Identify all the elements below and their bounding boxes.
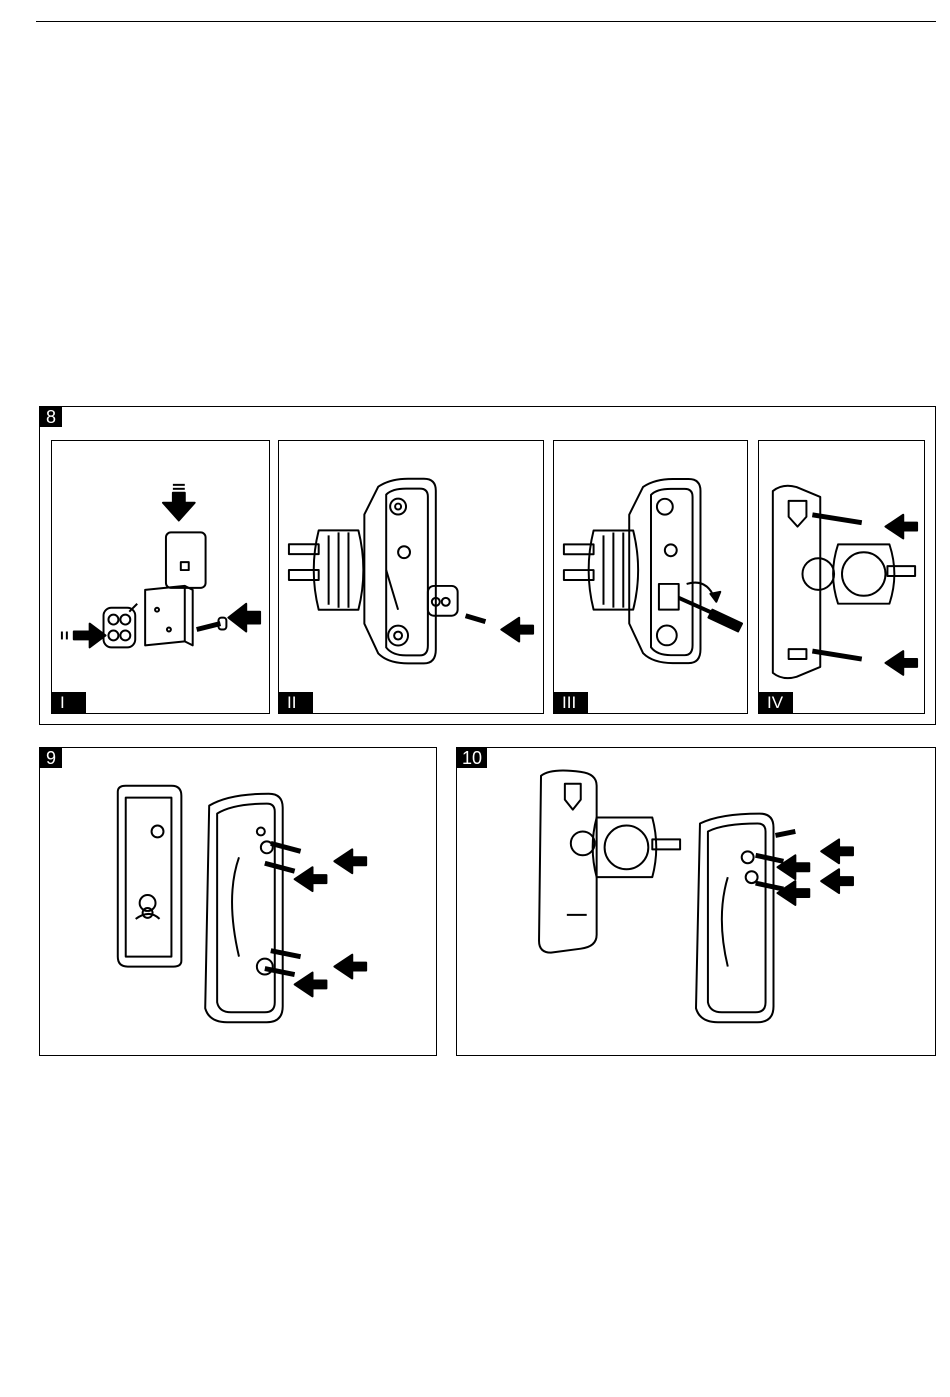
screwdriver-tighten-icon: [554, 441, 747, 713]
step-panel-III: III: [553, 440, 748, 714]
step-label-IV: IV: [759, 692, 793, 713]
step-panel-IV: IV: [758, 440, 925, 714]
step-panel-II: II: [278, 440, 544, 714]
step-label-I: I: [52, 692, 86, 713]
figure-9-frame: 9: [39, 747, 437, 1056]
bracket-housing-screws-icon: [457, 748, 935, 1055]
figure-10-frame: 10: [456, 747, 936, 1056]
figure-8-frame: 8: [39, 406, 936, 725]
bracket-mount-with-clip-icon: [279, 441, 543, 713]
housing-wall-mount-screws-icon: [40, 748, 436, 1055]
figure-8-number: 8: [40, 407, 62, 427]
spacer-clip-and-screw-assembly-icon: [52, 441, 269, 713]
step-label-III: III: [554, 692, 588, 713]
step-panel-I: I: [51, 440, 270, 714]
step-label-II: II: [279, 692, 313, 713]
header-rule: [36, 21, 936, 22]
bracket-wall-screws-icon: [759, 441, 924, 713]
